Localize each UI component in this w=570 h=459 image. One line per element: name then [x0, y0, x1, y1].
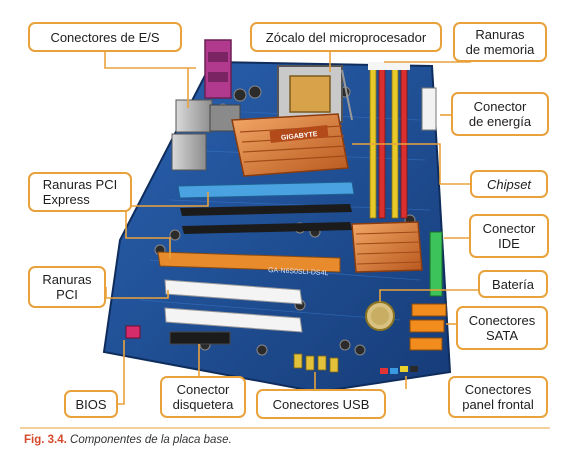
- io-connectors-label: Conectores de E/S: [28, 22, 182, 52]
- memory-slot: [400, 67, 408, 219]
- battery: [365, 301, 395, 331]
- motherboard: GIGABYTE: [102, 39, 452, 394]
- floppy-connector: [169, 331, 231, 345]
- pci-slots: [164, 279, 303, 333]
- pci-express-text: Ranuras PCI Express: [42, 177, 118, 207]
- power-connector-label: Conector de energía: [451, 92, 549, 136]
- bios-chip: [125, 325, 141, 339]
- battery-label: Batería: [478, 270, 548, 298]
- southbridge-heatsink: [351, 221, 423, 273]
- front-panel-header: [380, 366, 418, 374]
- io-ports: [171, 39, 241, 171]
- pci-slots-label: Ranuras PCI: [28, 266, 106, 308]
- cpu-socket: [277, 65, 353, 123]
- pci-express-label: Ranuras PCI Express: [28, 172, 132, 212]
- cpu-socket-text: Zócalo del microprocesador: [265, 29, 427, 45]
- ide-connector-label: Conector IDE: [469, 214, 549, 258]
- sata-connectors-label: Conectores SATA: [456, 306, 548, 350]
- floppy-connector-label: Conector disquetera: [160, 376, 246, 418]
- board-model-label: GA-N6S0SLI-DS4L: [268, 267, 329, 277]
- sata-connectors-text: Conectores SATA: [468, 313, 536, 343]
- chipset-text: Chipset: [486, 176, 532, 192]
- heatsink-brand: GIGABYTE: [281, 131, 318, 142]
- memory-slot: [369, 67, 377, 219]
- northbridge-heatsink: GIGABYTE: [231, 113, 349, 177]
- pci-slots-text: Ranuras PCI: [42, 272, 92, 302]
- pci-express-slots: [157, 181, 355, 273]
- bios-text: BIOS: [75, 396, 107, 412]
- figure-caption: Fig. 3.4. Componentes de la placa base.: [24, 434, 232, 446]
- ide-connector-text: Conector IDE: [482, 221, 536, 251]
- usb-headers: [293, 353, 339, 373]
- memory-slot: [391, 67, 399, 219]
- sata-ports: [409, 303, 447, 351]
- ide-connector: [429, 231, 443, 297]
- front-panel-connectors-label: Conectores panel frontal: [448, 376, 548, 418]
- memory-slot: [378, 67, 386, 219]
- chipset-label: Chipset: [470, 170, 548, 198]
- front-panel-connectors-text: Conectores panel frontal: [462, 382, 534, 412]
- io-connectors-text: Conectores de E/S: [50, 29, 160, 45]
- bios-label: BIOS: [64, 390, 118, 418]
- memory-slot-array: [368, 62, 410, 219]
- usb-connectors-label: Conectores USB: [256, 389, 386, 419]
- cpu-socket-label: Zócalo del microprocesador: [250, 22, 442, 52]
- battery-text: Batería: [492, 276, 534, 292]
- memory-slots-text: Ranuras de memoria: [465, 27, 535, 57]
- figure-number: Fig. 3.4.: [24, 434, 67, 446]
- floppy-connector-text: Conector disquetera: [172, 382, 234, 412]
- power-connector-text: Conector de energía: [468, 99, 532, 129]
- memory-slots-label: Ranuras de memoria: [453, 22, 547, 62]
- usb-connectors-text: Conectores USB: [272, 396, 370, 412]
- figure-caption-text: Componentes de la placa base.: [70, 434, 232, 446]
- atx-power-connector: [421, 87, 437, 131]
